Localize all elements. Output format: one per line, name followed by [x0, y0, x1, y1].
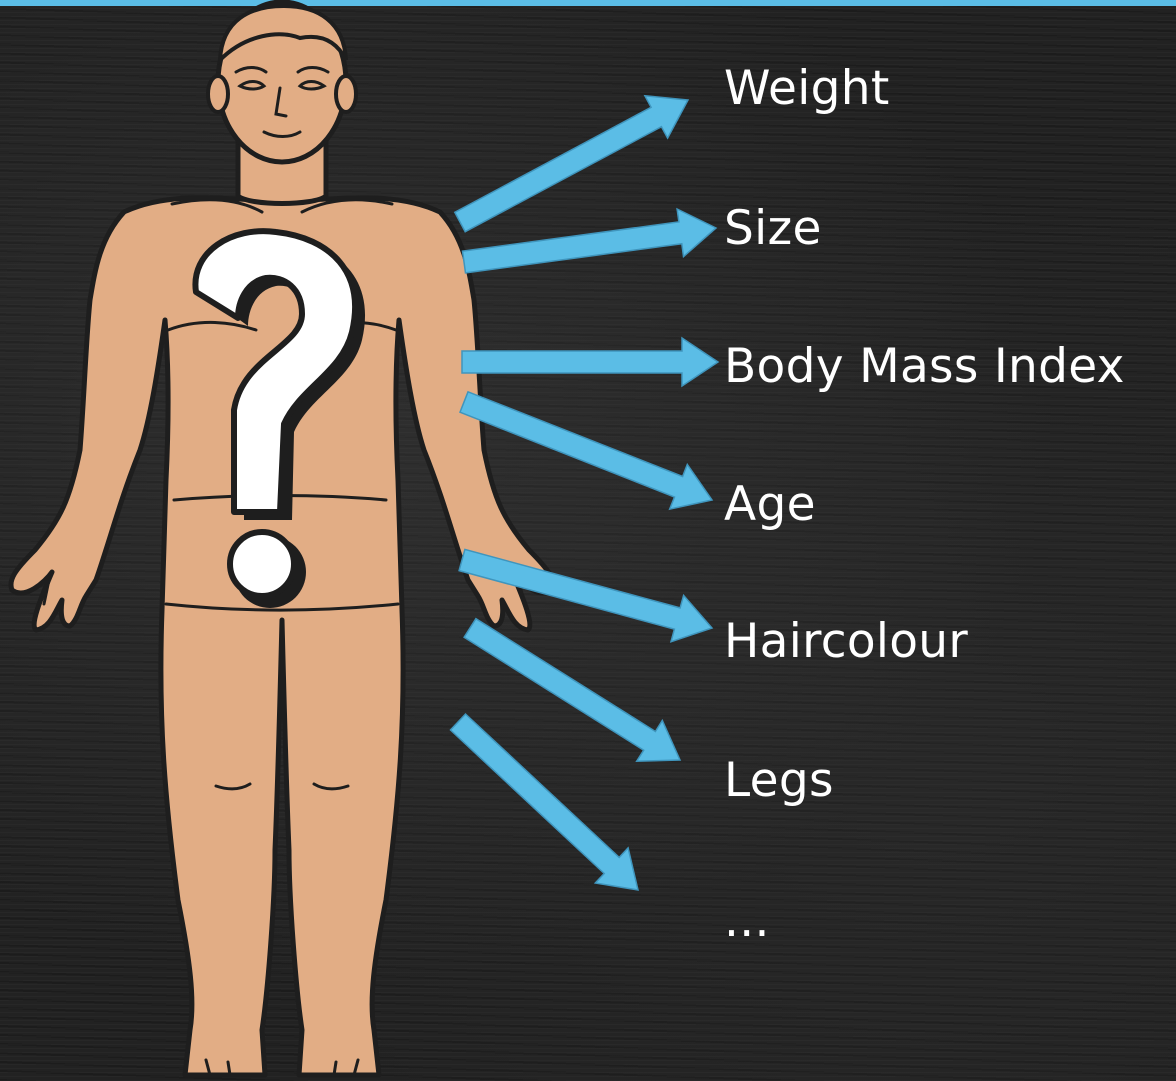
arrow-legs: [464, 619, 680, 762]
label-size: Size: [724, 201, 822, 257]
arrow-age: [460, 392, 712, 509]
label-age: Age: [724, 477, 816, 533]
arrow-size: [463, 209, 717, 273]
arrow-more: [451, 714, 639, 890]
arrow-bmi: [462, 338, 718, 386]
label-ellipsis: ...: [724, 893, 770, 949]
label-body-mass-index: Body Mass Index: [724, 339, 1125, 395]
label-haircolour: Haircolour: [724, 614, 968, 670]
label-weight: Weight: [724, 61, 890, 117]
arrow-weight: [455, 96, 688, 232]
left-ear: [208, 76, 228, 112]
right-ear: [336, 76, 356, 112]
label-legs: Legs: [724, 753, 834, 809]
human-body-icon: [11, 2, 553, 1075]
